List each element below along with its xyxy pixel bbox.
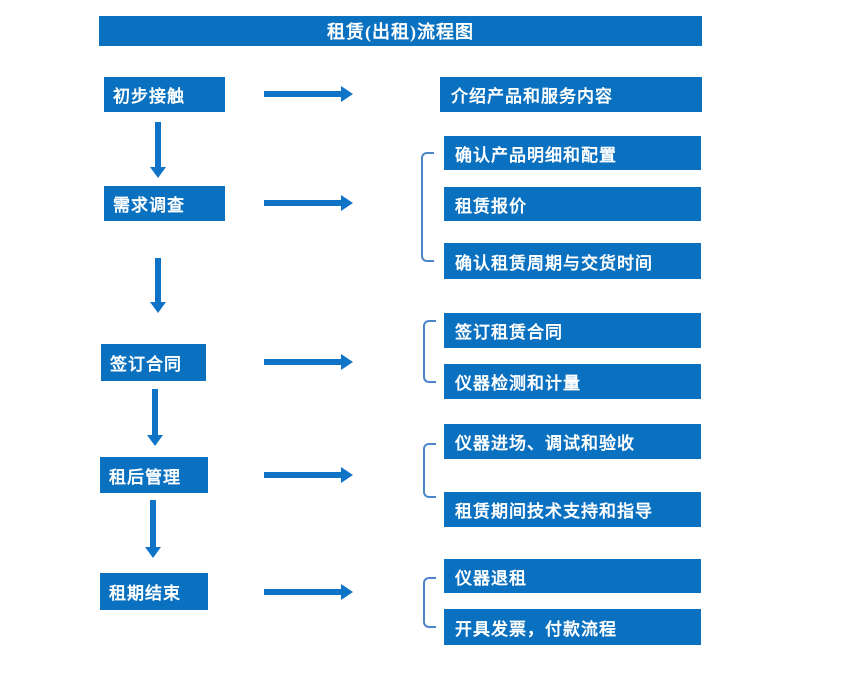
down-arrow-shaft	[155, 258, 161, 303]
group-bracket	[423, 320, 436, 383]
detail-box-introduce-products: 介绍产品和服务内容	[440, 77, 702, 112]
group-bracket	[421, 152, 434, 262]
down-arrow-icon	[145, 547, 161, 558]
step-box-rental-end: 租期结束	[100, 573, 208, 610]
step-box-sign-contract: 签订合同	[101, 344, 206, 381]
down-arrow-icon	[150, 302, 166, 313]
detail-box-confirm-period-delivery: 确认租赁周期与交货时间	[444, 243, 701, 279]
down-arrow-shaft	[150, 500, 156, 547]
right-arrow-shaft	[264, 200, 342, 206]
down-arrow-icon	[150, 167, 166, 178]
detail-box-instrument-return: 仪器退租	[444, 559, 701, 593]
right-arrow-icon	[341, 195, 353, 211]
right-arrow-shaft	[264, 359, 342, 365]
right-arrow-shaft	[264, 472, 342, 478]
detail-box-instrument-testing: 仪器检测和计量	[444, 364, 701, 399]
group-bracket	[423, 443, 436, 498]
right-arrow-shaft	[264, 589, 342, 595]
down-arrow-shaft	[152, 389, 158, 435]
step-box-post-rental-management: 租后管理	[100, 457, 208, 493]
detail-box-invoice-payment: 开具发票，付款流程	[444, 609, 701, 645]
down-arrow-shaft	[155, 122, 161, 167]
step-box-initial-contact: 初步接触	[104, 77, 225, 112]
detail-box-confirm-product-config: 确认产品明细和配置	[444, 136, 701, 170]
right-arrow-icon	[341, 354, 353, 370]
right-arrow-shaft	[264, 91, 342, 97]
right-arrow-icon	[341, 584, 353, 600]
group-bracket	[423, 577, 436, 628]
step-box-demand-survey: 需求调查	[104, 186, 225, 221]
detail-box-sign-rental-contract: 签订租赁合同	[444, 313, 701, 348]
detail-box-technical-support: 租赁期间技术支持和指导	[444, 492, 701, 527]
right-arrow-icon	[341, 467, 353, 483]
detail-box-rental-quotation: 租赁报价	[444, 187, 701, 221]
flowchart-title: 租赁(出租)流程图	[99, 16, 702, 46]
detail-box-instrument-arrival-acceptance: 仪器进场、调试和验收	[444, 424, 701, 459]
down-arrow-icon	[147, 435, 163, 446]
right-arrow-icon	[341, 86, 353, 102]
